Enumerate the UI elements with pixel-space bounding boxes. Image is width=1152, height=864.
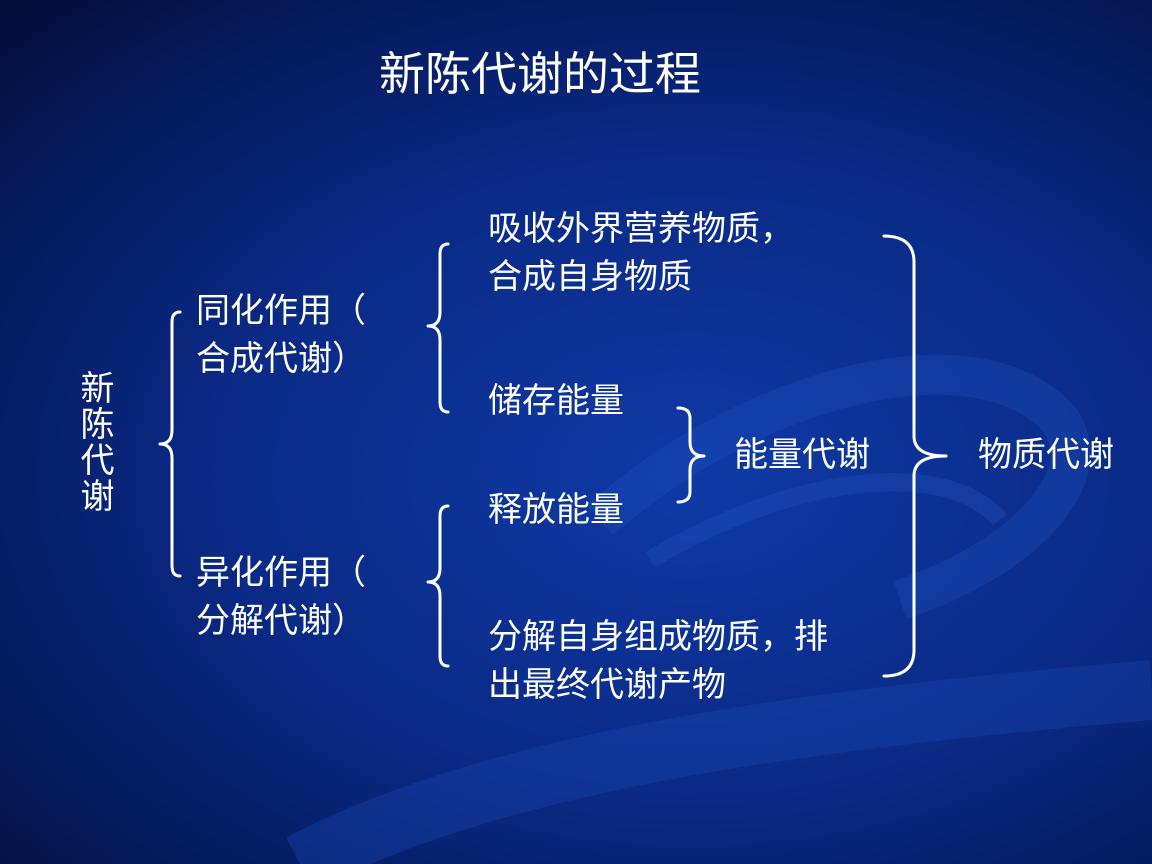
root-label: 新陈代谢 xyxy=(74,370,114,514)
material-metabolism: 物质代谢 xyxy=(978,435,1114,475)
anabolism-line2: 合成代谢） xyxy=(196,339,366,379)
decompose-line2: 出最终代谢产物 xyxy=(488,665,726,705)
anabolism-line1: 同化作用（ xyxy=(196,291,366,331)
brace-root xyxy=(158,310,182,578)
release-energy: 释放能量 xyxy=(488,490,624,530)
catabolism-line1: 异化作用（ xyxy=(196,553,366,593)
page-title: 新陈代谢的过程 xyxy=(379,47,701,101)
absorb-line2: 合成自身物质 xyxy=(488,257,692,297)
brace-catabolism xyxy=(426,504,450,668)
brace-material xyxy=(882,234,948,678)
energy-metabolism: 能量代谢 xyxy=(734,435,870,475)
decompose-line1: 分解自身组成物质，排 xyxy=(488,617,828,657)
brace-energy xyxy=(676,406,706,504)
store-energy: 储存能量 xyxy=(488,381,624,421)
catabolism-line2: 分解代谢） xyxy=(196,601,366,641)
absorb-line1: 吸收外界营养物质， xyxy=(488,209,794,249)
brace-anabolism xyxy=(426,242,450,414)
